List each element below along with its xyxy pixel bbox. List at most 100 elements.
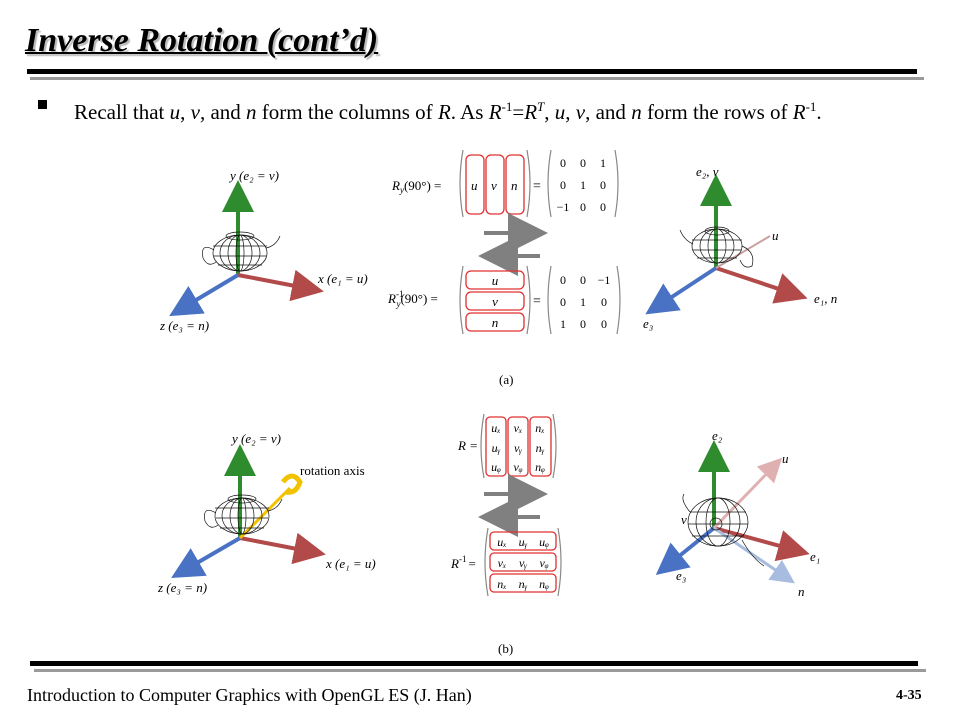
x-axis-arrow — [239, 532, 326, 565]
teapot-icon — [682, 493, 765, 567]
y-axis-label: y (e₂ = v) — [228, 168, 279, 183]
row-box-u — [489, 531, 557, 551]
column-box-v — [485, 154, 505, 215]
e3-label: e₃ — [676, 568, 686, 583]
svg-text:−1: −1 — [598, 273, 611, 287]
svg-text:0: 0 — [580, 317, 586, 331]
svg-text:0: 0 — [601, 317, 607, 331]
u-label: u — [772, 228, 779, 243]
svg-text:nᵩ: nᵩ — [539, 577, 549, 591]
u-label: u — [782, 451, 789, 466]
rotation-axis-icon — [281, 473, 303, 495]
footer-course-title: Introduction to Computer Graphics with O… — [27, 685, 472, 705]
svg-text:uᵧ: uᵧ — [519, 535, 528, 549]
row-box-n — [489, 573, 557, 593]
svg-text:1: 1 — [560, 317, 566, 331]
svg-text:0: 0 — [600, 178, 606, 192]
row-box-n — [465, 312, 525, 332]
svg-text:0: 0 — [560, 178, 566, 192]
svg-text:vᵩ: vᵩ — [514, 460, 523, 474]
svg-text:0: 0 — [560, 273, 566, 287]
column-box-u — [485, 416, 507, 477]
rotation-axis-label: rotation axis — [300, 463, 365, 478]
svg-text:nₓ: nₓ — [535, 421, 544, 435]
slide-title: Inverse Rotation (cont’d) — [25, 22, 379, 59]
svg-text:uₓ: uₓ — [491, 421, 500, 435]
caption-b: (b) — [498, 641, 513, 656]
svg-text:0: 0 — [560, 295, 566, 309]
svg-text:−1: −1 — [557, 200, 570, 214]
n-axis-arrow — [713, 526, 795, 584]
svg-text:vₓ: vₓ — [514, 421, 523, 435]
rotation-axis-line — [238, 486, 292, 540]
e1-axis-arrow — [713, 526, 810, 562]
svg-text:nₓ: nₓ — [497, 577, 506, 591]
teapot-icon — [679, 226, 754, 268]
svg-text:0: 0 — [600, 200, 606, 214]
caption-a: (a) — [499, 372, 513, 387]
col-u: u — [471, 178, 478, 193]
row-box-u — [465, 270, 525, 290]
footer-page-number: 4-35 — [896, 688, 922, 703]
x-axis-label: x (e₁ = u) — [317, 271, 368, 286]
svg-text:1: 1 — [580, 178, 586, 192]
e3-label: e₃ — [643, 316, 653, 331]
svg-text:1: 1 — [600, 156, 606, 170]
column-box-u — [465, 154, 485, 215]
svg-text:uᵩ: uᵩ — [539, 535, 549, 549]
y-axis-label: y (e₂ = v) — [230, 431, 281, 446]
equals-sign: = — [533, 179, 541, 194]
z-axis-arrow — [169, 273, 240, 317]
e1-n-label: e₁, n — [814, 291, 837, 306]
panel-b-right-axes: e₂ u v e₁ e₃ n — [655, 428, 820, 599]
svg-text:nᵩ: nᵩ — [535, 460, 545, 474]
svg-text:0: 0 — [580, 156, 586, 170]
svg-text:vᵧ: vᵧ — [514, 441, 522, 455]
e1-axis-arrow — [715, 266, 808, 304]
svg-text:uᵩ: uᵩ — [491, 460, 501, 474]
col-v: v — [491, 178, 497, 193]
panel-b-left-axes: y (e₂ = v) rotation axis x (e₁ = u) z (e… — [157, 431, 376, 595]
svg-text:vᵧ: vᵧ — [519, 556, 527, 570]
svg-text:0: 0 — [601, 295, 607, 309]
x-axis-label: x (e₁ = u) — [325, 556, 376, 571]
n-label: n — [798, 584, 805, 599]
panel-a-right-axes: e₂, v u e₁, n e₃ — [643, 164, 837, 331]
panel-a-left-axes: y (e₂ = v) x (e₁ = u) z (e₃ = n) — [159, 168, 368, 333]
svg-text:1: 1 — [580, 295, 586, 309]
equals-sign: = — [533, 294, 541, 309]
svg-text:uₓ: uₓ — [497, 535, 506, 549]
e3-axis-arrow — [645, 266, 718, 315]
z-axis-arrow — [171, 536, 242, 579]
svg-text:nᵧ: nᵧ — [536, 441, 545, 455]
svg-text:0: 0 — [580, 273, 586, 287]
e2-label: e₂ — [712, 428, 723, 443]
svg-text:nᵧ: nᵧ — [519, 577, 528, 591]
v-label: v — [681, 512, 687, 527]
row-box-v — [489, 552, 557, 572]
e2-v-label: e₂, v — [696, 164, 719, 179]
svg-text:0: 0 — [580, 200, 586, 214]
z-axis-label: z (e₃ = n) — [157, 580, 207, 595]
bullet-text: Recall that u, v, and n form the columns… — [74, 99, 822, 124]
svg-text:uᵧ: uᵧ — [492, 441, 501, 455]
bullet-square-icon — [38, 100, 47, 109]
row-box-v — [465, 291, 525, 311]
svg-text:0: 0 — [560, 156, 566, 170]
row-u: u — [492, 273, 499, 288]
teapot-icon — [202, 231, 281, 272]
svg-text:vₓ: vₓ — [498, 556, 507, 570]
x-axis-arrow — [237, 269, 324, 302]
row-v: v — [492, 294, 498, 309]
e3-axis-arrow — [655, 526, 716, 576]
u-axis-arrow — [715, 235, 771, 269]
z-axis-label: z (e₃ = n) — [159, 318, 209, 333]
